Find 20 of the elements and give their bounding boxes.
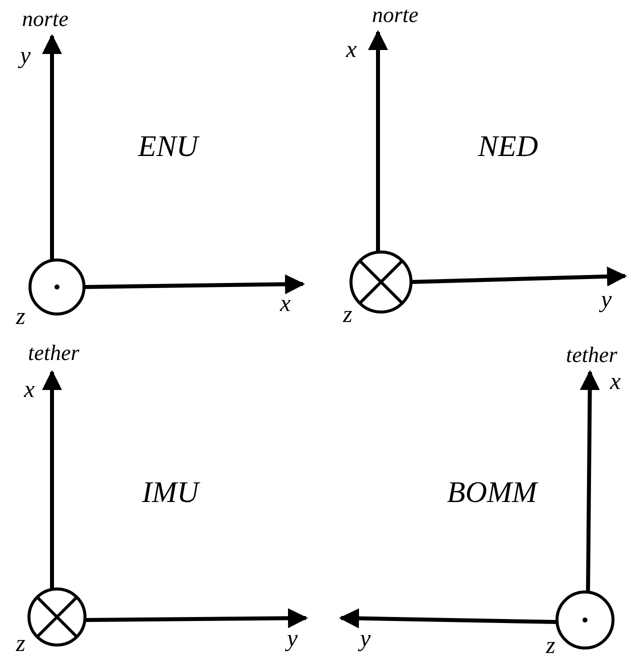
axis-label: y [601,288,612,312]
axis-label: norte [372,4,418,26]
axis-label: x [280,292,291,316]
axis-label: y [360,627,371,651]
axis-label: x [610,370,621,394]
frame-name: NED [478,132,538,162]
axis-label: norte [22,8,68,30]
axis-label: tether [566,344,618,366]
axis-label: z [16,305,26,329]
frame-name: BOMM [447,478,537,508]
axis-label: y [287,627,298,651]
axis-label: tether [28,342,80,364]
axis-label: z [546,634,556,658]
axis-label: x [346,38,357,62]
axis-label: x [24,378,35,402]
frame-name: IMU [142,478,199,508]
axis-label: y [20,44,31,68]
axis-label: z [16,632,26,656]
frame-name: ENU [138,132,198,162]
axis-label: z [343,303,352,327]
